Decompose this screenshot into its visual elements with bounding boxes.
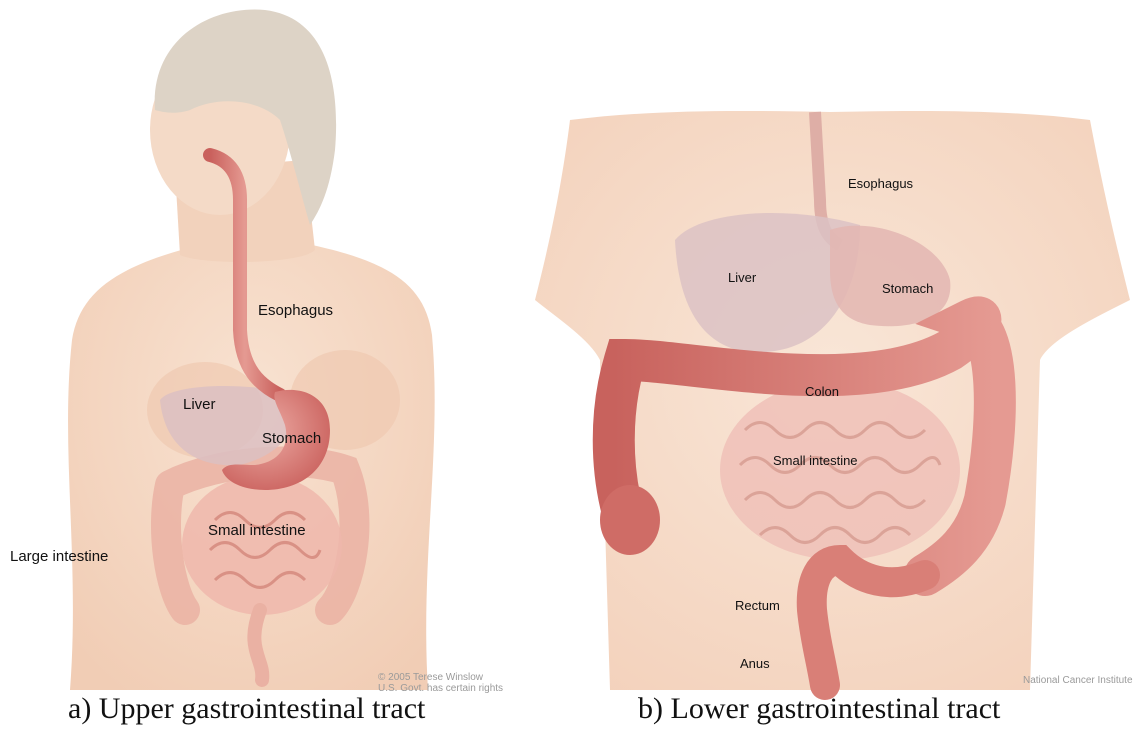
small-intestine-shape	[182, 475, 342, 615]
upper-gi-illustration	[0, 0, 500, 744]
label-liver: Liver	[183, 396, 216, 413]
credit-nci: National Cancer Institute	[1023, 675, 1133, 686]
panel-lower-gi: Esophagus Liver Stomach Colon Small inte…	[530, 0, 1136, 744]
label-stomach: Stomach	[262, 430, 321, 447]
lower-gi-illustration	[530, 0, 1136, 744]
label-small-intestine: Small intestine	[208, 522, 306, 539]
label-liver-b: Liver	[728, 270, 756, 285]
caption-b: b) Lower gastrointestinal tract	[638, 692, 1000, 726]
panel-upper-gi: Esophagus Liver Stomach Small intestine …	[0, 0, 500, 744]
label-small-intestine-b: Small intestine	[773, 453, 858, 468]
label-rectum: Rectum	[735, 598, 780, 613]
caption-a: a) Upper gastrointestinal tract	[68, 692, 425, 726]
label-colon: Colon	[805, 384, 839, 399]
label-esophagus-b: Esophagus	[848, 176, 913, 191]
label-large-intestine: Large intestine	[10, 548, 108, 565]
credit-line1: © 2005 Terese Winslow	[378, 672, 483, 683]
small-intestine-shape-b	[720, 380, 960, 560]
label-esophagus: Esophagus	[258, 302, 333, 319]
label-anus: Anus	[740, 656, 770, 671]
label-stomach-b: Stomach	[882, 281, 933, 296]
